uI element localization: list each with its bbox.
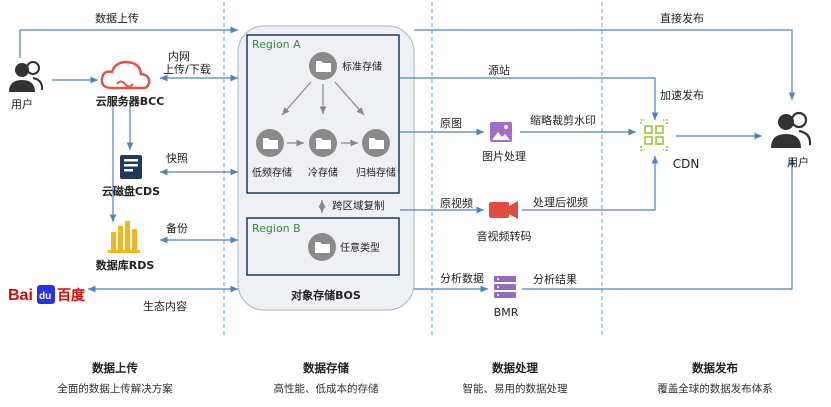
origin-arrow xyxy=(400,77,659,120)
direct-publish-label: 直接发布 xyxy=(660,12,704,25)
rds-label: 数据库RDS xyxy=(95,259,155,272)
storage-archive-icon xyxy=(362,129,390,157)
region-a-label: Region A xyxy=(252,38,301,51)
cdn-icon xyxy=(640,119,668,151)
region-b-box xyxy=(246,217,400,276)
snapshot-label: 快照 xyxy=(166,152,188,165)
archive-storage-label: 归档存储 xyxy=(356,168,396,179)
section-storage-title: 数据存储 xyxy=(303,361,349,375)
storage-standard-icon xyxy=(309,52,337,80)
origin-label: 源站 xyxy=(488,64,510,77)
bmr-icon xyxy=(494,276,516,298)
cds-disk-icon xyxy=(120,155,142,179)
image-service-label: 图片处理 xyxy=(482,150,526,163)
section-storage-desc: 高性能、低成本的存储 xyxy=(273,383,379,395)
analysis-result-label: 分析结果 xyxy=(533,273,577,286)
bcc-cloud-icon xyxy=(100,60,151,90)
user-left-label: 用户 xyxy=(11,98,33,111)
svg-text:百度: 百度 xyxy=(57,287,86,304)
orig-video-label: 原视频 xyxy=(440,197,473,210)
image-ops-label: 缩略裁剪水印 xyxy=(530,114,596,127)
direct-publish-arrow xyxy=(414,29,796,100)
bos-container xyxy=(237,25,415,311)
video-transcode-icon xyxy=(489,201,518,219)
upload-arrow xyxy=(19,26,238,58)
cds-label: 云磁盘CDS xyxy=(101,185,161,198)
tier-arrows xyxy=(281,81,365,147)
accelerate-label: 加速发布 xyxy=(660,89,704,102)
analysis-result-arrow xyxy=(522,158,796,290)
storage-lowfreq-icon xyxy=(256,129,284,157)
lowfreq-storage-label: 低频存储 xyxy=(252,168,292,179)
cross-region-label: 跨区域复制 xyxy=(332,200,385,212)
storage-cold-icon xyxy=(309,129,337,157)
user-right-icon xyxy=(771,111,812,148)
processed-video-label: 处理后视频 xyxy=(533,196,588,209)
video-cdn-arrow xyxy=(522,156,659,211)
upload-label: 数据上传 xyxy=(95,12,139,25)
section-processing-title: 数据处理 xyxy=(492,361,538,375)
eco-label: 生态内容 xyxy=(143,300,187,313)
user-right-label: 用户 xyxy=(787,156,809,169)
intranet-label-1: 内网 xyxy=(168,50,190,63)
section-upload-desc: 全面的数据上传解决方案 xyxy=(57,383,173,395)
cdn-label: CDN xyxy=(672,157,700,171)
svg-text:Bai: Bai xyxy=(8,287,33,304)
section-publish-desc: 覆盖全球的数据发布体系 xyxy=(657,383,773,395)
cold-storage-label: 冷存储 xyxy=(308,168,338,179)
baidu-logo: Bai du 百度 xyxy=(8,285,86,304)
intranet-label-2: 上传/下载 xyxy=(163,63,211,76)
rds-db-icon xyxy=(108,221,140,253)
region-b-label: Region B xyxy=(252,222,301,235)
region-a-box xyxy=(246,34,400,194)
image-processing-icon xyxy=(490,122,512,142)
any-storage-label: 任意类型 xyxy=(340,243,380,254)
video-service-label: 音视频转码 xyxy=(476,230,532,243)
section-processing-desc: 智能、易用的数据处理 xyxy=(462,383,568,395)
backup-label: 备份 xyxy=(166,222,188,235)
orig-image-label: 原图 xyxy=(440,117,462,130)
standard-storage-label: 标准存储 xyxy=(342,62,382,73)
bos-label: 对象存储BOS xyxy=(291,289,361,302)
bmr-label: BMR xyxy=(493,306,519,319)
section-upload-title: 数据上传 xyxy=(92,361,138,375)
flow-arrows xyxy=(19,26,796,293)
svg-text:du: du xyxy=(39,291,51,302)
user-left-icon xyxy=(9,61,44,92)
bcc-label: 云服务器BCC xyxy=(95,95,165,108)
storage-any-icon xyxy=(308,233,336,261)
analysis-data-label: 分析数据 xyxy=(440,272,484,285)
section-publish-title: 数据发布 xyxy=(692,361,738,375)
